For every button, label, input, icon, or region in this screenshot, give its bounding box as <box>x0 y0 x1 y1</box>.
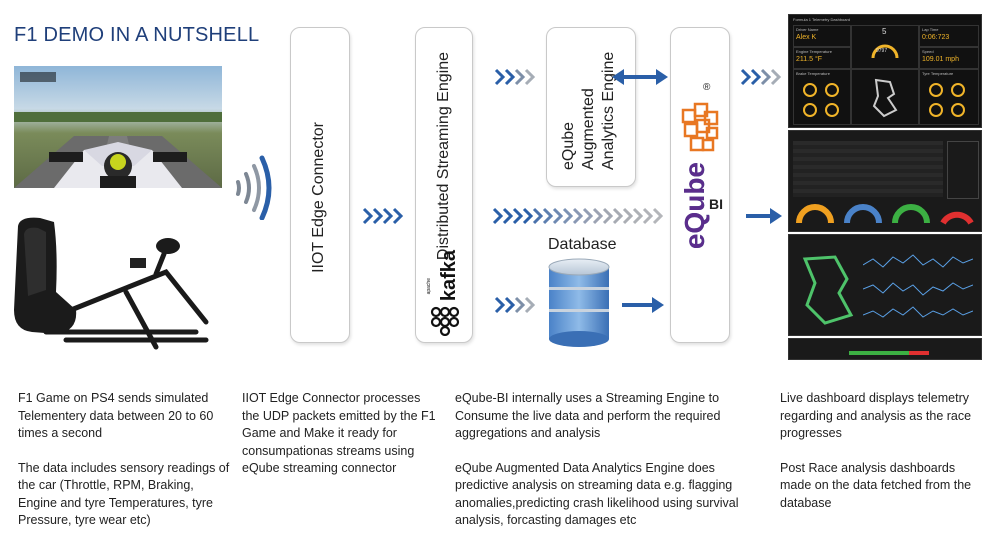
description-streaming: eQube-BI internally uses a Streaming Eng… <box>455 391 721 440</box>
arrow-to-live-dashboard <box>740 66 786 93</box>
lap-time-value: 0:06:723 <box>922 34 950 41</box>
augmented-engine-box: eQube Augmented Analytics Engine <box>546 27 636 187</box>
track-map-panel <box>851 69 919 125</box>
post-race-strip <box>788 338 982 360</box>
edge-connector-box: IIOT Edge Connector <box>290 27 350 343</box>
analysis-table <box>793 141 943 197</box>
description-post-race: Post Race analysis dashboards made on th… <box>780 460 972 510</box>
analysis-side-chart <box>947 141 979 199</box>
post-race-dashboard <box>788 234 982 336</box>
augmented-engine-text: eQube Augmented Analytics Engine <box>560 51 617 170</box>
augmented-engine-label: eQube Augmented Analytics Engine <box>559 46 617 170</box>
speed-value: 109.01 mph <box>922 56 959 63</box>
page-title: F1 DEMO IN A NUTSHELL <box>14 24 260 46</box>
description-column-2: IIOT Edge Connector processes the UDP pa… <box>242 390 437 478</box>
speed-panel: Speed 109.01 mph <box>919 47 979 69</box>
eqube-bi-text: BI <box>709 196 723 212</box>
driver-value: Alex K <box>796 34 817 41</box>
post-race-line-charts <box>863 254 973 318</box>
wireless-signal-icon <box>232 150 282 221</box>
game-screenshot <box>14 66 222 188</box>
brake-gauges <box>803 83 839 117</box>
lap-time-panel: Lap Time 0:06:723 <box>919 25 979 47</box>
engine-temp-value: 211.5 °F <box>796 56 823 63</box>
kafka-apache-text: apache <box>426 278 432 295</box>
arrow-to-streaming-engine <box>362 205 408 232</box>
description-edge-connector: IIOT Edge Connector processes the UDP pa… <box>242 391 436 475</box>
streaming-engine-box: Distributed Streaming Engine kafka apach… <box>415 27 473 343</box>
gear-value: 5 <box>882 27 887 36</box>
kafka-nodes-icon <box>430 306 460 336</box>
brake-temp-label: Brake Temperature <box>796 71 830 76</box>
post-race-track-map <box>802 255 854 325</box>
engine-temp-panel: Engine Temperature 211.5 °F <box>793 47 851 69</box>
eqube-bi-box: ® eQube BI <box>670 27 730 343</box>
kafka-logo-text: kafka <box>438 250 460 302</box>
strip-bar-green <box>849 351 909 355</box>
description-game: F1 Game on PS4 sends simulated Telemente… <box>18 391 214 440</box>
rpm-gauge <box>871 44 899 59</box>
tyre-temp-label: Tyre Temperature <box>922 71 954 76</box>
tyre-temp-panel: Tyre Temperature <box>919 69 979 125</box>
engine-temp-label: Engine Temperature <box>796 49 832 54</box>
rpm-value: 9797 <box>876 48 888 54</box>
dashboard1-header: Formula 1 Telemetry Dashboard <box>793 17 851 22</box>
arrow-database-to-eqube <box>620 294 666 321</box>
tyre-gauges <box>929 83 965 117</box>
arrow-stream-to-eqube <box>492 205 668 232</box>
arrow-to-augmented-engine <box>494 66 540 93</box>
description-live-dashboard: Live dashboard displays telemetry regard… <box>780 391 972 440</box>
database-label: Database <box>548 236 617 253</box>
arrow-to-database <box>494 294 540 321</box>
arrow-to-analysis-dashboard <box>744 205 784 232</box>
brake-temp-panel: Brake Temperature <box>793 69 851 125</box>
description-augmented: eQube Augmented Data Analytics Engine do… <box>455 460 739 528</box>
edge-connector-label: IIOT Edge Connector <box>310 122 327 273</box>
strip-bar-red <box>909 351 929 355</box>
description-column-1: F1 Game on PS4 sends simulated Telemente… <box>18 390 233 530</box>
speed-label: Speed <box>922 49 934 54</box>
streaming-engine-label: Distributed Streaming Engine <box>435 52 452 261</box>
live-telemetry-dashboard: Formula 1 Telemetry Dashboard Driver Nam… <box>788 14 982 128</box>
registered-mark: ® <box>703 82 711 93</box>
driver-label: Driver Name <box>796 27 819 32</box>
racing-seat-image <box>6 212 220 352</box>
track-map <box>872 78 898 118</box>
eqube-cube-logo <box>677 98 723 161</box>
analysis-dashboard <box>788 130 982 232</box>
description-sensory: The data includes sensory readings of th… <box>18 460 230 528</box>
database-icon <box>546 257 612 351</box>
analysis-gauges <box>796 204 974 225</box>
lap-time-label: Lap Time <box>922 27 939 32</box>
description-column-4: Live dashboard displays telemetry regard… <box>780 390 985 512</box>
eqube-logo-text: eQube <box>679 162 710 250</box>
gear-rpm-panel: 5 9797 <box>851 25 919 69</box>
driver-panel: Driver Name Alex K <box>793 25 851 47</box>
kafka-logo: kafka apache <box>424 248 466 340</box>
description-column-3: eQube-BI internally uses a Streaming Eng… <box>455 390 755 530</box>
